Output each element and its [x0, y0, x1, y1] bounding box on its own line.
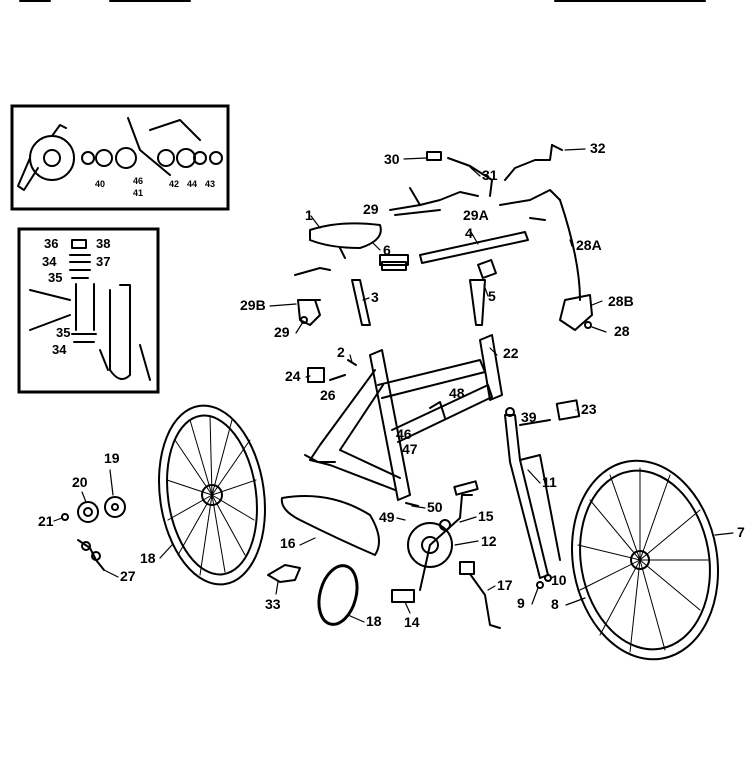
label-28: 28 [614, 323, 630, 339]
inset-crank-bearing: 40 46 41 42 44 43 [10, 104, 230, 211]
label-50: 50 [427, 499, 443, 515]
rear-hub-parts [61, 496, 126, 571]
rear-wheel [158, 404, 266, 586]
pedal [391, 589, 415, 603]
inset-headset: 36 38 34 37 35 35 34 [17, 227, 160, 394]
chain [317, 564, 359, 626]
label-10: 10 [551, 572, 567, 588]
label-39: 39 [521, 409, 537, 425]
front-wheel [570, 459, 720, 661]
part-labels: 30 31 32 29 29A 1 4 28A 6 5 3 29B 28B 29… [38, 140, 745, 630]
label-47: 47 [402, 441, 418, 457]
label-29B: 29B [240, 297, 266, 313]
label-23: 23 [581, 401, 597, 417]
chain-guard [280, 495, 380, 556]
label-48: 48 [449, 385, 465, 401]
misc-hardware [347, 359, 552, 589]
label-15: 15 [478, 508, 494, 524]
label-19: 19 [104, 450, 120, 466]
label-11: 11 [542, 474, 557, 490]
label-46: 46 [396, 426, 412, 442]
seat-post [351, 279, 371, 326]
label-34a: 34 [42, 254, 57, 269]
label-6: 6 [383, 242, 391, 258]
front-fork [504, 407, 561, 579]
label-31: 31 [482, 167, 498, 183]
saddle [309, 222, 382, 259]
label-14: 14 [404, 614, 420, 630]
label-37: 37 [96, 254, 110, 269]
bicycle-frame [304, 334, 503, 501]
label-26: 26 [320, 387, 336, 403]
label-35a: 35 [48, 270, 62, 285]
label-20: 20 [72, 474, 88, 490]
label-34b: 34 [52, 342, 67, 357]
label-8: 8 [551, 596, 559, 612]
handlebar-stem [469, 259, 497, 326]
reflectors [307, 367, 581, 426]
label-32: 32 [590, 140, 606, 156]
label-21: 21 [38, 513, 54, 529]
label-16: 16 [280, 535, 296, 551]
label-27: 27 [120, 568, 136, 584]
label-3: 3 [371, 289, 379, 305]
label-29: 29 [274, 324, 290, 340]
label-29A: 29A [463, 207, 489, 223]
label-40: 40 [95, 179, 105, 189]
label-12: 12 [481, 533, 497, 549]
label-43: 43 [205, 179, 215, 189]
label-7: 7 [737, 524, 745, 540]
label-49: 49 [379, 509, 395, 525]
label-33: 33 [265, 596, 281, 612]
label-35b: 35 [56, 325, 70, 340]
label-24: 24 [285, 368, 301, 384]
label-18a: 18 [140, 550, 156, 566]
label-22: 22 [503, 345, 519, 361]
chainring-crank [407, 480, 479, 591]
label-30: 30 [384, 151, 400, 167]
handlebar [379, 231, 529, 271]
rear-derailleur [267, 564, 301, 583]
label-28B: 28B [608, 293, 634, 309]
label-2: 2 [337, 344, 345, 360]
front-brake-caliper [294, 267, 331, 326]
rear-brake-caliper [559, 294, 593, 331]
label-9: 9 [517, 595, 525, 611]
label-38: 38 [96, 236, 110, 251]
label-41: 41 [133, 188, 143, 198]
label-17: 17 [497, 577, 513, 593]
label-28A: 28A [576, 237, 602, 253]
label-42: 42 [169, 179, 179, 189]
brake-levers-and-cables [389, 144, 581, 301]
label-44: 44 [187, 179, 197, 189]
label-29a: 29 [363, 201, 379, 217]
kickstand [459, 561, 501, 629]
label-4: 4 [465, 225, 473, 241]
label-36: 36 [44, 236, 58, 251]
leader-lines [53, 148, 734, 623]
label-5: 5 [488, 288, 496, 304]
label-46b: 46 [133, 176, 143, 186]
label-18b: 18 [366, 613, 382, 629]
label-1: 1 [305, 207, 313, 223]
